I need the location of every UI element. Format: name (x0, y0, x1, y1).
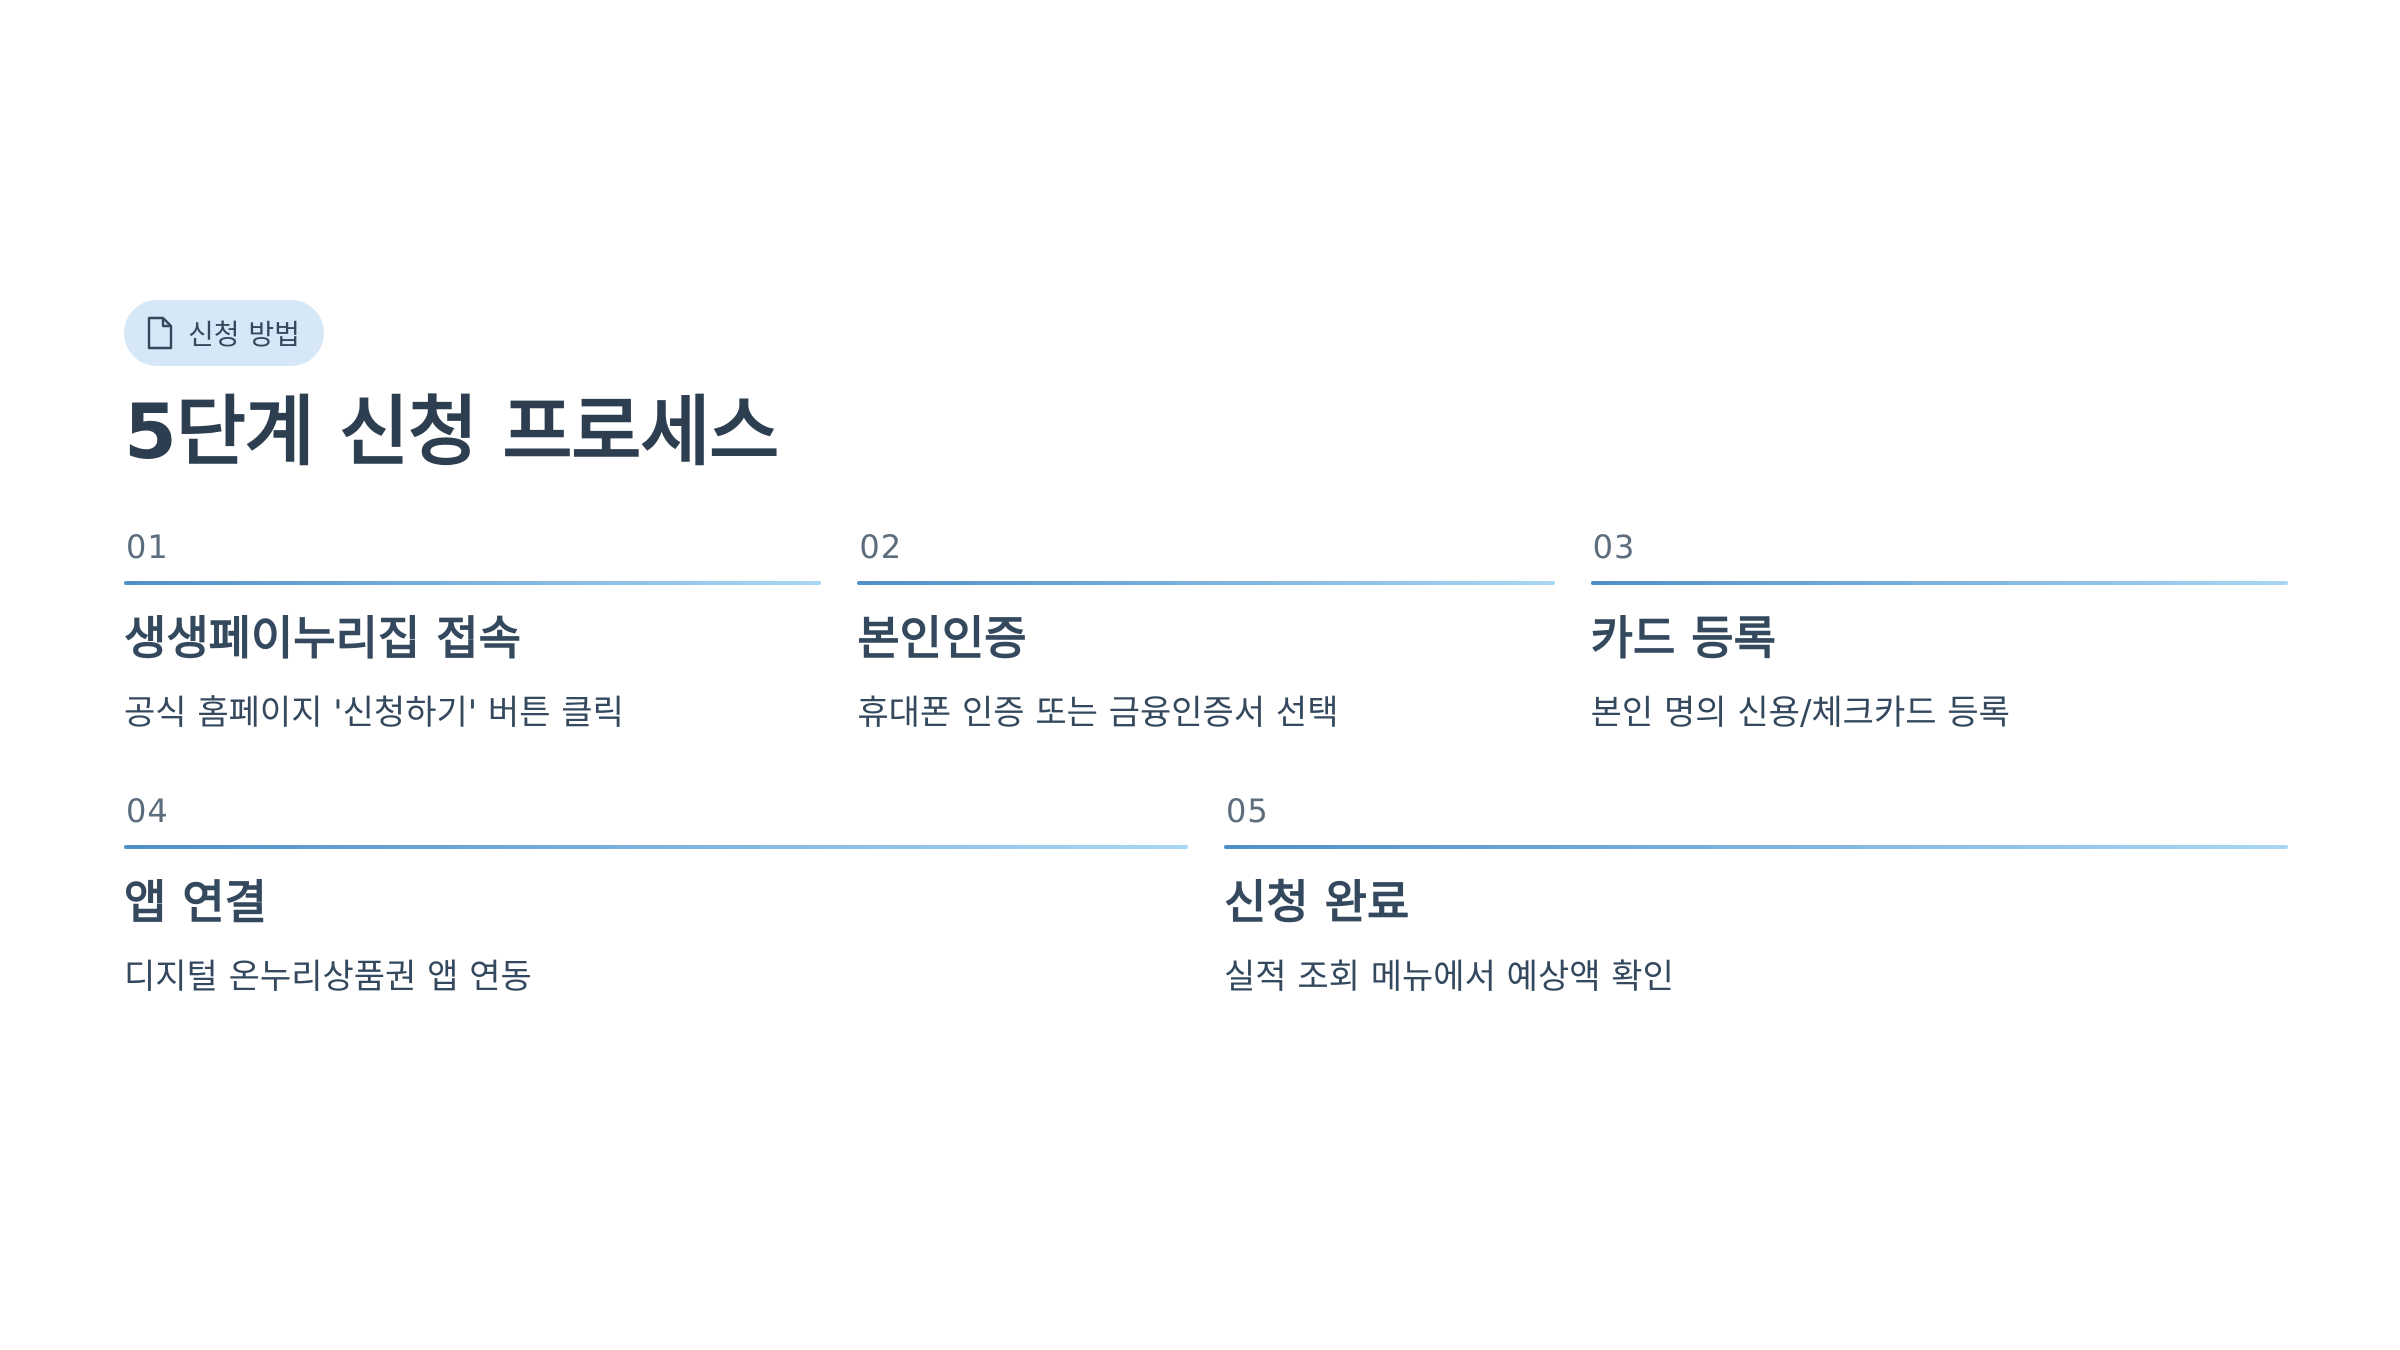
step-divider (1224, 845, 2288, 850)
step-heading: 앱 연결 (124, 875, 267, 930)
step-number: 03 (1592, 528, 1636, 567)
step-divider (1590, 581, 2288, 586)
step-3: 03 카드 등록 본인 명의 신용/체크카드 등록 (1590, 528, 2288, 733)
step-heading: 본인인증 (857, 611, 1027, 666)
step-description: 공식 홈페이지 '신청하기' 버튼 클릭 (124, 692, 624, 733)
step-description: 디지털 온누리상품권 앱 연동 (124, 956, 532, 997)
section-badge: 신청 방법 (124, 300, 324, 366)
step-divider (857, 581, 1555, 586)
section-badge-label: 신청 방법 (188, 318, 300, 351)
steps-row-2: 04 앱 연결 디지털 온누리상품권 앱 연동 05 신청 완료 실적 조회 메… (124, 795, 2288, 997)
steps-row-1: 01 생생페이누리집 접속 공식 홈페이지 '신청하기' 버튼 클릭 02 본인… (124, 531, 2288, 733)
step-divider (124, 581, 822, 586)
step-number: 05 (1226, 792, 1269, 831)
step-heading: 신청 완료 (1224, 875, 1410, 930)
step-2: 02 본인인증 휴대폰 인증 또는 금융인증서 선택 (857, 528, 1555, 733)
document-icon (146, 316, 174, 350)
step-number: 02 (859, 528, 903, 567)
step-number: 04 (126, 792, 169, 831)
step-4: 04 앱 연결 디지털 온누리상품권 앱 연동 (124, 795, 1188, 997)
step-heading: 생생페이누리집 접속 (124, 611, 521, 666)
step-5: 05 신청 완료 실적 조회 메뉴에서 예상액 확인 (1224, 795, 2288, 997)
page-title: 5단계 신청 프로세스 (124, 387, 779, 476)
step-heading: 카드 등록 (1590, 611, 1776, 666)
step-1: 01 생생페이누리집 접속 공식 홈페이지 '신청하기' 버튼 클릭 (124, 528, 822, 733)
step-description: 실적 조회 메뉴에서 예상액 확인 (1224, 956, 1674, 997)
step-divider (124, 845, 1188, 850)
step-number: 01 (126, 528, 169, 567)
step-description: 휴대폰 인증 또는 금융인증서 선택 (857, 692, 1339, 733)
slide: 신청 방법 5단계 신청 프로세스 01 생생페이누리집 접속 공식 홈페이지 … (124, 300, 2288, 997)
step-description: 본인 명의 신용/체크카드 등록 (1590, 692, 2010, 733)
